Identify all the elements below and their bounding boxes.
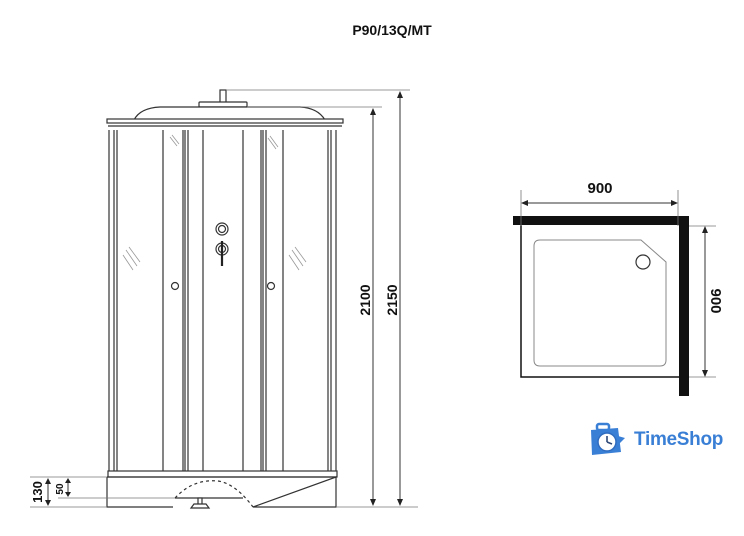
height-2150-label: 2150 (384, 284, 400, 315)
front-view (106, 89, 344, 509)
arrow-heads (45, 91, 403, 506)
clock-bag-icon (591, 422, 625, 455)
timeshop-logo[interactable]: TimeShop (588, 422, 723, 458)
dimension-lines (47, 92, 401, 505)
tray-50-label: 50 (55, 483, 66, 495)
width-900-label: 900 (587, 180, 612, 197)
model-title: P90/13Q/MT (352, 22, 432, 38)
height-2100-label: 2100 (357, 284, 373, 315)
logo-text: TimeShop (634, 429, 724, 450)
top-view (513, 190, 716, 396)
depth-900-label: 900 (707, 288, 724, 313)
tray-130-label: 130 (30, 481, 45, 503)
